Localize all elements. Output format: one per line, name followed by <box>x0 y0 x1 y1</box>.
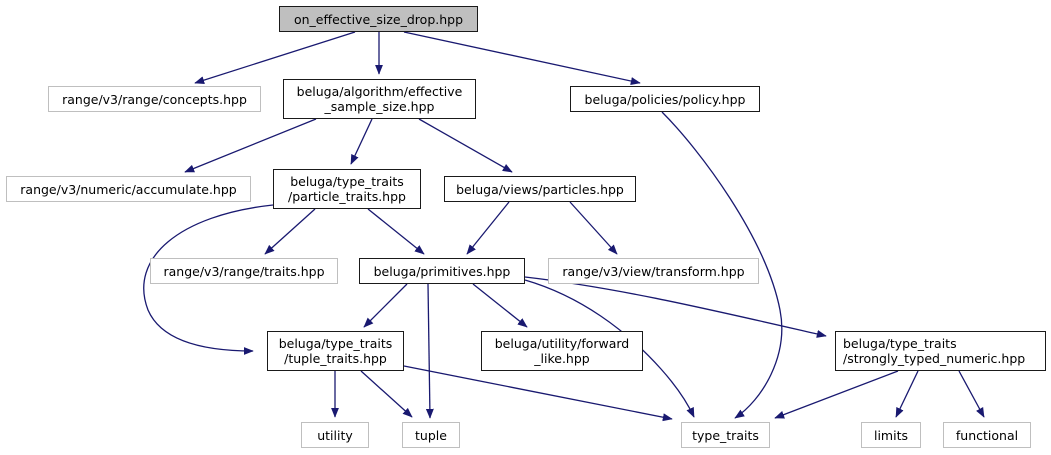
edge-root-to-policy <box>403 31 641 85</box>
graph-node-transform[interactable]: range/v3/view/transform.hpp <box>548 258 759 284</box>
graph-node-ess[interactable]: beluga/algorithm/effective _sample_size.… <box>283 79 476 119</box>
graph-node-utility[interactable]: utility <box>301 422 369 448</box>
graph-node-label: tuple <box>415 427 447 443</box>
edge-policy-to-typetraits <box>661 111 783 419</box>
edge-primitives-to-stn <box>524 276 827 338</box>
graph-node-label: beluga/type_traits /tuple_traits.hpp <box>278 336 393 366</box>
edge-tupletraits-to-tuple <box>360 370 413 418</box>
graph-node-limits[interactable]: limits <box>861 422 921 448</box>
edge-ess-to-particles <box>418 118 513 173</box>
graph-node-label: range/v3/range/concepts.hpp <box>62 91 247 107</box>
graph-node-rtraits[interactable]: range/v3/range/traits.hpp <box>150 258 338 284</box>
graph-node-label: beluga/type_traits /particle_traits.hpp <box>288 174 406 204</box>
graph-node-label: on_effective_size_drop.hpp <box>293 11 464 27</box>
graph-node-label: beluga/type_traits /strongly_typed_numer… <box>843 336 1026 366</box>
edge-primitives-to-typetraits <box>524 279 695 418</box>
graph-node-label: beluga/views/particles.hpp <box>456 181 624 197</box>
edge-stn-to-limits <box>895 370 919 418</box>
graph-node-tupletraits[interactable]: beluga/type_traits /tuple_traits.hpp <box>267 331 404 371</box>
edge-ess-to-accumulate <box>184 118 317 173</box>
graph-node-forwardlike[interactable]: beluga/utility/forward _like.hpp <box>481 331 643 371</box>
edge-stn-to-typetraits <box>774 370 899 419</box>
graph-node-label: range/v3/view/transform.hpp <box>562 263 745 279</box>
graph-node-functional[interactable]: functional <box>943 422 1031 448</box>
edge-ptraits-to-tupletraits <box>143 204 274 355</box>
edge-ptraits-to-primitives <box>367 208 425 255</box>
graph-node-label: limits <box>873 427 908 443</box>
graph-node-label: functional <box>955 427 1019 443</box>
graph-node-label: beluga/policies/policy.hpp <box>584 91 746 107</box>
graph-node-accumulate[interactable]: range/v3/numeric/accumulate.hpp <box>6 176 251 202</box>
graph-node-label: range/v3/range/traits.hpp <box>163 263 325 279</box>
graph-node-label: utility <box>317 427 353 443</box>
edge-primitives-to-tuple <box>425 283 434 419</box>
graph-node-particles[interactable]: beluga/views/particles.hpp <box>444 176 636 202</box>
edge-root-to-concepts <box>194 31 356 85</box>
graph-node-label: beluga/algorithm/effective _sample_size.… <box>296 84 463 114</box>
graph-node-label: type_traits <box>692 427 759 443</box>
graph-node-label: beluga/primitives.hpp <box>373 263 511 279</box>
dependency-edges <box>143 31 985 422</box>
edge-stn-to-functional <box>958 370 985 418</box>
edge-ess-to-ptraits <box>350 118 373 165</box>
graph-node-policy[interactable]: beluga/policies/policy.hpp <box>570 86 760 112</box>
edge-particles-to-primitives <box>466 201 510 255</box>
graph-node-label: range/v3/numeric/accumulate.hpp <box>20 181 237 197</box>
graph-node-root[interactable]: on_effective_size_drop.hpp <box>279 6 478 32</box>
edge-tupletraits-to-typetraits <box>403 365 673 422</box>
graph-node-stn[interactable]: beluga/type_traits /strongly_typed_numer… <box>835 331 1046 371</box>
graph-node-typetraits[interactable]: type_traits <box>681 422 770 448</box>
graph-node-ptraits[interactable]: beluga/type_traits /particle_traits.hpp <box>273 169 421 209</box>
edge-primitives-to-tupletraits <box>363 283 408 328</box>
edge-particles-to-transform <box>569 201 618 255</box>
edge-ptraits-to-rtraits <box>264 208 316 255</box>
graph-node-label: beluga/utility/forward _like.hpp <box>494 336 630 366</box>
graph-node-primitives[interactable]: beluga/primitives.hpp <box>359 258 525 284</box>
edge-primitives-to-forwardlike <box>472 283 528 328</box>
graph-node-concepts[interactable]: range/v3/range/concepts.hpp <box>48 86 261 112</box>
graph-node-tuple[interactable]: tuple <box>402 422 460 448</box>
